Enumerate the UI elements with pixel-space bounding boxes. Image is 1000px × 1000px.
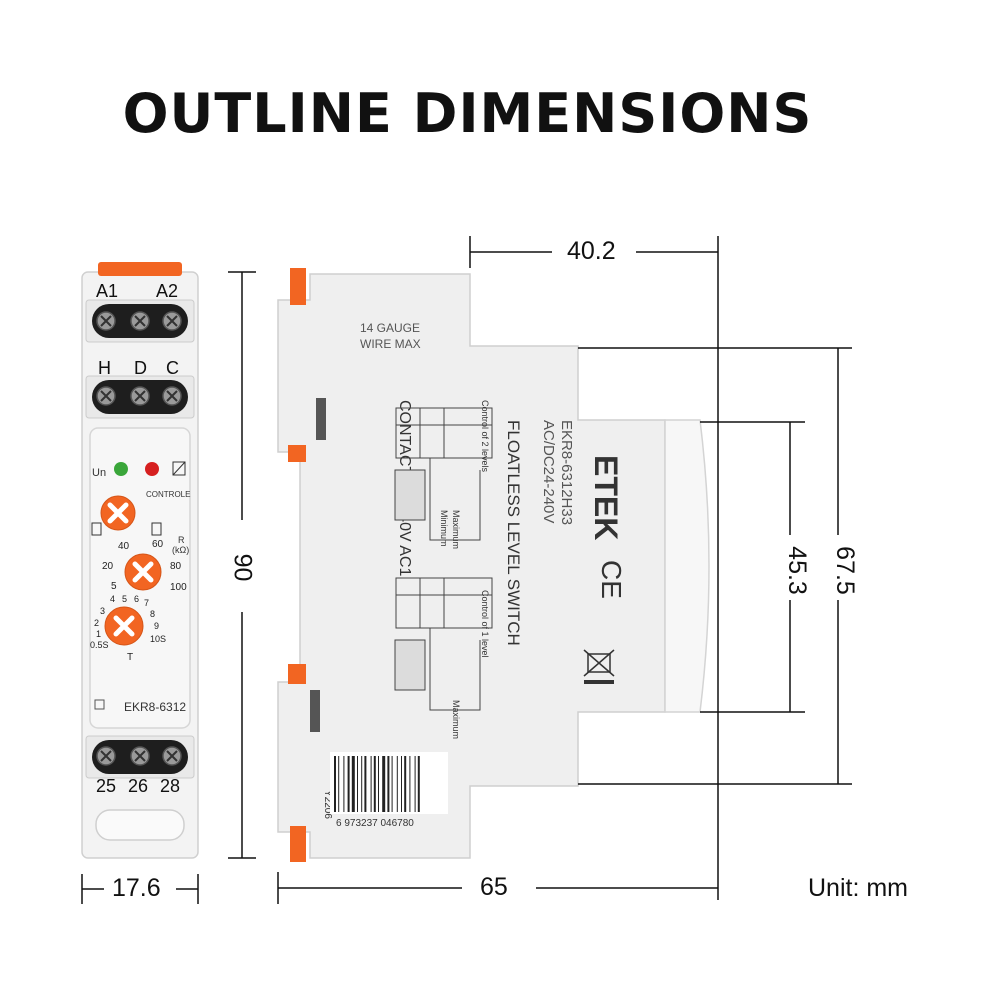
timer-knob-icon: [104, 606, 144, 646]
control-1-level: Control of 1 level: [480, 590, 490, 658]
barcode-bar: [338, 756, 340, 812]
dim-label-outer-height: 67.5: [829, 544, 859, 597]
din-clip-bottom-side: [290, 826, 306, 862]
sensitivity-knob-icon: [100, 495, 136, 531]
product-name: FLOATLESS LEVEL SWITCH: [504, 420, 523, 646]
barcode-bar: [382, 756, 386, 812]
barcode-bar: [351, 756, 355, 812]
dim-label-front-width: 17.6: [108, 874, 165, 903]
r-tick: 40: [118, 541, 130, 552]
terminal-h: H: [98, 358, 111, 378]
unit-label: Unit: mm: [808, 874, 908, 902]
brand-logo: ETEK: [588, 455, 624, 540]
barcode-bar: [409, 756, 411, 812]
barcode-bar: [404, 756, 407, 812]
r-tick: 20: [102, 561, 114, 572]
barcode-bar: [414, 756, 416, 812]
barcode-bar: [370, 756, 372, 812]
t-tick: 6: [134, 594, 139, 604]
pump-up-icon: [91, 522, 102, 536]
t-tick: 8: [150, 609, 155, 619]
barcode-bar: [364, 756, 367, 812]
barcode-bar: [343, 756, 345, 812]
wiring-diagram-1-level: [394, 577, 493, 711]
dim-top-depth: [469, 236, 719, 900]
label-maximum-1: Maximum: [451, 510, 461, 549]
weee-bin-icon: [583, 649, 615, 684]
dim-front-height: [228, 271, 256, 859]
din-clip-top-side: [290, 268, 306, 305]
label-window: [95, 809, 185, 841]
barcode-bar: [357, 756, 358, 812]
t-tick: 0.5S: [90, 640, 109, 650]
t-label: T: [127, 652, 133, 663]
front-model: EKR8-6312: [124, 700, 186, 714]
barcode-bar: [373, 756, 376, 812]
gauge-line-2: WIRE MAX: [360, 337, 421, 351]
r-tick: 100: [170, 582, 187, 593]
barcode-bars: [334, 756, 420, 812]
led-red-icon: [145, 462, 159, 476]
barcode-bar: [334, 756, 336, 812]
terminal-25: 25: [96, 776, 116, 796]
t-tick: 3: [100, 606, 105, 616]
barcode-bar: [361, 756, 363, 812]
terminal-c: C: [166, 358, 179, 378]
control-2-levels: Control of 2 levels: [480, 400, 490, 473]
barcode-number: 6 973237 046780: [336, 818, 414, 829]
side-model: EKR8-6312H33: [558, 420, 575, 525]
relay-icon: [172, 461, 186, 476]
led-green-icon: [114, 462, 128, 476]
page-title: OUTLINE DIMENSIONS: [122, 82, 813, 145]
t-tick: 1: [96, 629, 101, 639]
t-tick: 2: [94, 618, 99, 628]
warning-triangle-icon: [94, 699, 105, 710]
controle-label: CONTROLE: [146, 490, 190, 499]
dim-label-top-depth: 40.2: [563, 237, 620, 266]
dim-inner-height: [700, 421, 805, 713]
date-code: Y2206: [322, 790, 333, 819]
dim-label-total-depth: 65: [476, 873, 512, 902]
t-tick: 10S: [150, 634, 166, 644]
terminal-a1: A1: [96, 281, 118, 301]
t-tick: 9: [154, 621, 159, 631]
barcode-bar: [396, 756, 398, 812]
dim-label-inner-height: 45.3: [781, 544, 811, 597]
barcode-bar: [391, 756, 393, 812]
r-label: R: [178, 535, 185, 545]
ce-mark: CE: [596, 560, 627, 599]
wiring-diagram-2-levels: [394, 407, 493, 541]
r-unit: (kΩ): [172, 545, 189, 555]
r-tick: 80: [170, 561, 182, 572]
r-tick: 60: [152, 539, 164, 550]
t-tick: 4: [110, 594, 115, 604]
led-un-label: Un: [92, 467, 106, 479]
dim-outer-height: [578, 347, 852, 785]
resistance-knob-icon: [124, 553, 162, 591]
terminal-d: D: [134, 358, 147, 378]
gauge-line-1: 14 GAUGE: [360, 321, 420, 335]
dim-label-front-height: 90: [227, 551, 257, 584]
t-tick: 5: [122, 594, 127, 604]
t-tick: 7: [144, 598, 149, 608]
dim-total-depth: [277, 872, 718, 904]
dim-front-width: [81, 874, 199, 904]
barcode-bar: [378, 756, 379, 812]
label-maximum-2: Maximum: [451, 700, 461, 739]
barcode-bar: [387, 756, 390, 812]
r-tick: 5: [111, 581, 117, 592]
barcode-bar: [347, 756, 350, 812]
side-voltage: AC/DC24-240V: [540, 420, 557, 523]
din-clip-top: [98, 262, 182, 276]
pump-down-icon: [151, 522, 162, 536]
label-minimum: Minimum: [439, 510, 449, 547]
terminal-28: 28: [160, 776, 180, 796]
terminal-a2: A2: [156, 281, 178, 301]
barcode-bar: [401, 756, 402, 812]
barcode-bar: [417, 756, 420, 812]
terminal-26: 26: [128, 776, 148, 796]
